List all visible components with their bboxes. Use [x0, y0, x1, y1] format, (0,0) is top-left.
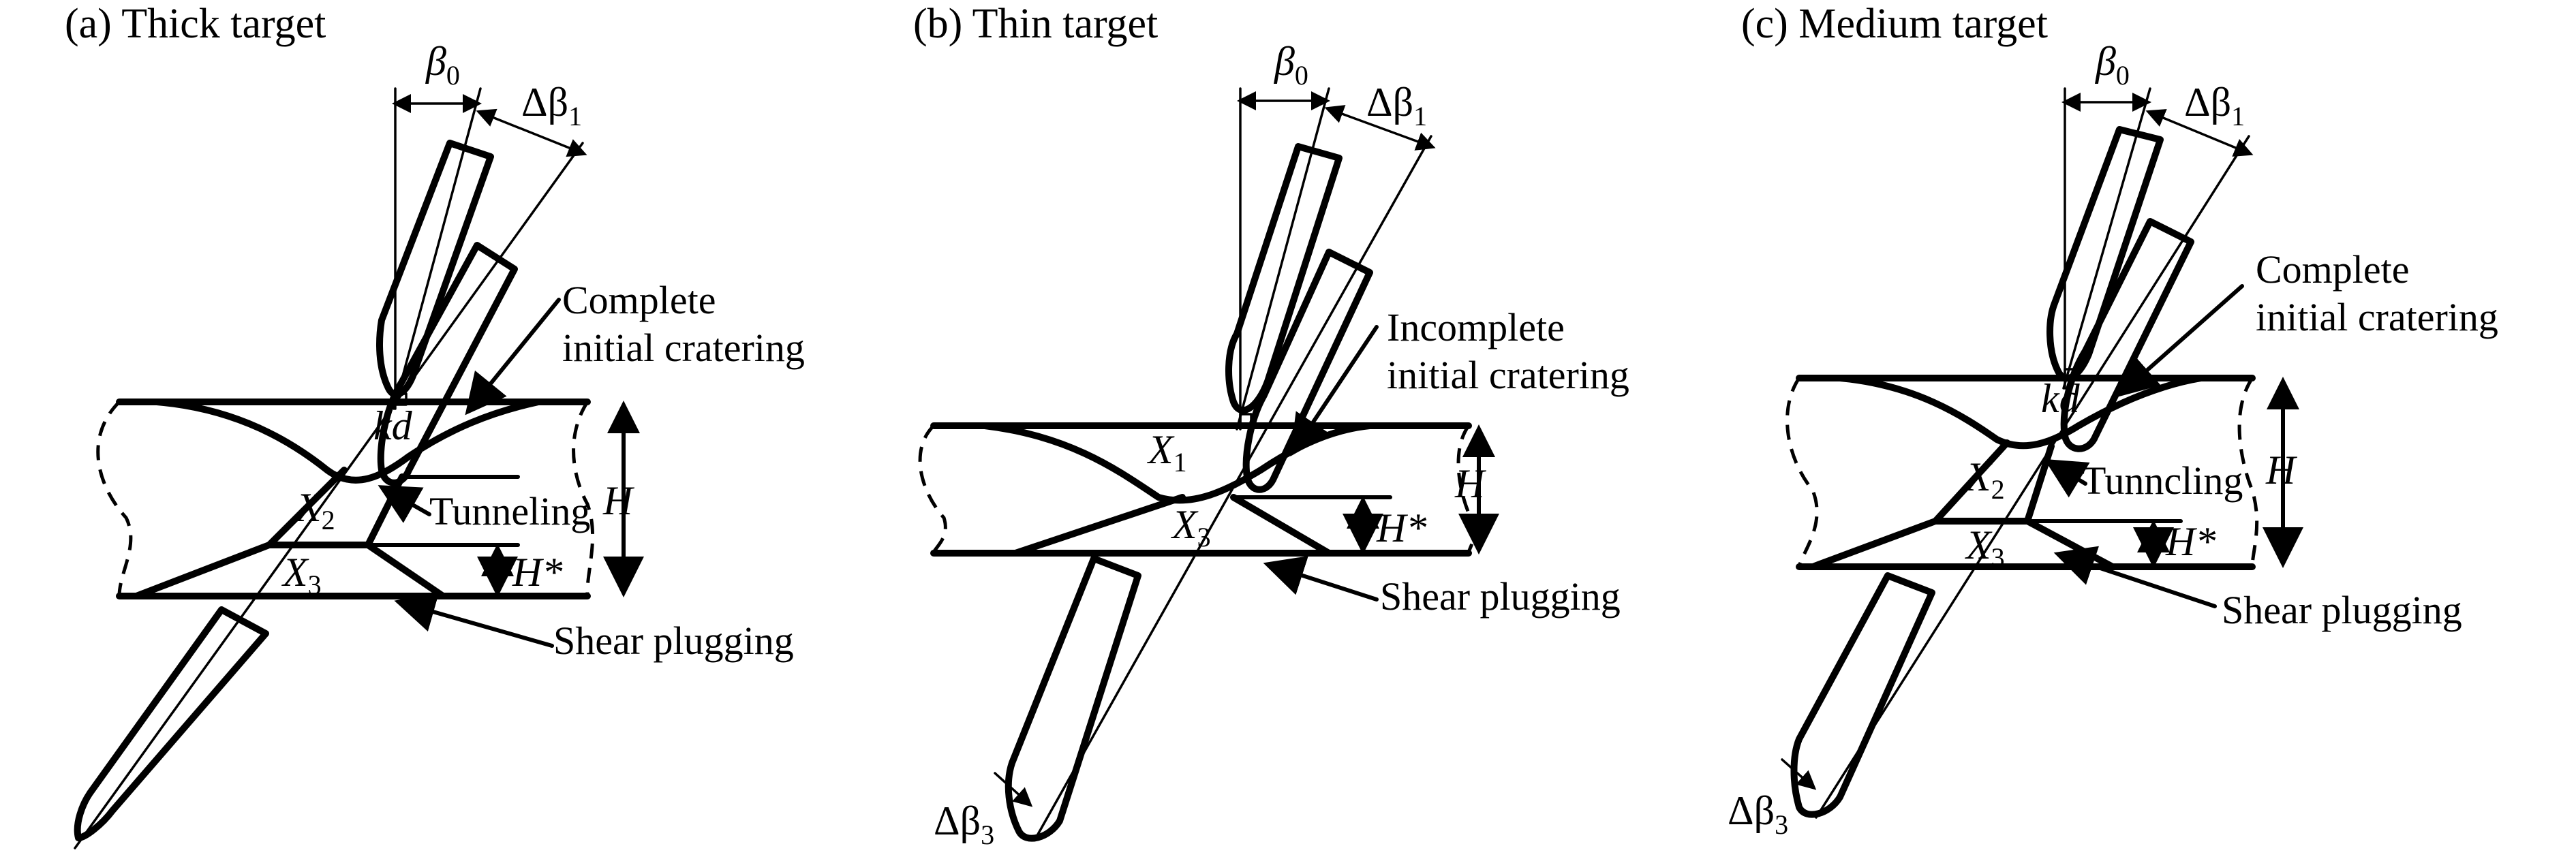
panel-b-delta-beta3: Δβ3	[934, 798, 994, 850]
panel-c-crater-label-1: Complete	[2256, 247, 2410, 292]
panel-c-crater	[1837, 375, 2205, 450]
panel-a-dimensions: H H*	[477, 401, 644, 597]
panel-a-crater-label-1: Complete	[562, 278, 716, 322]
panel-c-x2: X2	[1965, 454, 2005, 505]
panel-c-angles: β0 Δβ1 Δβ3	[1728, 39, 2254, 840]
panel-a-h: H	[602, 478, 635, 523]
panel-c-h: H	[2265, 448, 2298, 493]
panel-b-delta-beta1: Δβ1	[1366, 80, 1427, 131]
panel-a-hstar: H*	[512, 550, 562, 595]
panel-b-angles: β0 Δβ1 Δβ3	[934, 39, 1436, 850]
panel-c-title: (c) Medium target	[1741, 1, 2048, 47]
panel-c-delta-beta1: Δβ1	[2184, 80, 2245, 131]
panel-b-x3: X3	[1171, 502, 1211, 552]
panel-b-projectiles	[1005, 143, 1373, 842]
panel-b-crater-label-1: Incomplete	[1387, 305, 1565, 349]
panel-a-tunnel-label: Tunneling	[429, 489, 590, 533]
panel-b-dimensions: H H*	[1343, 424, 1499, 555]
panel-b-hstar: H*	[1376, 505, 1426, 550]
panel-b-x1: X1	[1147, 427, 1187, 478]
panel-c-crater-label-2: initial cratering	[2256, 295, 2498, 339]
panel-a: (a) Thick target	[65, 1, 805, 849]
panel-c-dimensions: H H*	[2133, 377, 2303, 568]
panel-b-shear-label: Shear plugging	[1380, 574, 1621, 619]
panel-a-crater	[153, 399, 542, 484]
panel-a-crater-label-2: initial cratering	[562, 326, 805, 370]
panel-b-h: H	[1454, 461, 1487, 506]
panel-a-x2: X2	[295, 485, 335, 535]
panel-a-x3: X3	[281, 550, 322, 600]
panel-c-shear-label: Shear plugging	[2222, 588, 2462, 632]
panel-a-kd: kd	[373, 403, 413, 448]
panel-c-kd: kd	[2041, 376, 2081, 421]
panel-a-axes	[74, 87, 584, 849]
panel-a-angles: β0 Δβ1	[392, 39, 587, 157]
panel-c-delta-beta3: Δβ3	[1728, 788, 1788, 840]
panel-b: (b) Thin target β0	[913, 1, 1629, 850]
panel-a-shear-label: Shear plugging	[553, 619, 794, 663]
panel-b-axes	[994, 87, 1432, 839]
panel-c-axes	[1781, 87, 2250, 819]
panel-c-hstar: H*	[2165, 519, 2215, 564]
panel-c-beta0: β0	[2095, 39, 2130, 91]
panel-c-tunnel-label: Tunncling	[2082, 458, 2243, 503]
panel-c: (c) Medium target β	[1728, 1, 2498, 840]
panel-a-title: (a) Thick target	[65, 1, 326, 47]
panel-c-x3: X3	[1965, 522, 2005, 573]
panel-b-beta0: β0	[1274, 39, 1308, 91]
panel-b-title: (b) Thin target	[913, 1, 1158, 47]
panel-b-crater-label-2: initial cratering	[1387, 353, 1629, 397]
panel-a-beta0: β0	[425, 39, 460, 91]
panel-a-delta-beta1: Δβ1	[521, 80, 582, 131]
